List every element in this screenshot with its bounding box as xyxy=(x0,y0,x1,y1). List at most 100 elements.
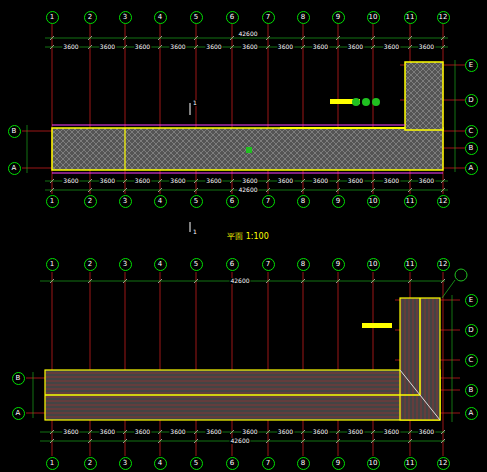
dimension-text: 3600 xyxy=(312,44,329,50)
grid-axis-bubble: 7 xyxy=(262,457,275,470)
dimension-text: 3600 xyxy=(134,44,151,50)
dimension-text: 3600 xyxy=(347,429,364,435)
grid-axis-bubble: 11 xyxy=(404,11,417,24)
grid-axis-bubble: 8 xyxy=(297,258,310,271)
axis-number: 2 xyxy=(88,14,92,21)
axis-number: D xyxy=(468,97,473,104)
dimension-text: 3600 xyxy=(418,178,435,184)
grid-axis-bubble: 5 xyxy=(190,11,203,24)
axis-number: 11 xyxy=(406,14,415,21)
axis-number: 5 xyxy=(194,14,198,21)
dimension-text: 3600 xyxy=(134,429,151,435)
axis-number: 2 xyxy=(88,460,92,467)
grid-axis-bubble: 12 xyxy=(437,11,450,24)
dimension-text: 3600 xyxy=(418,429,435,435)
axis-number: 1 xyxy=(50,198,54,205)
axis-number: 4 xyxy=(158,261,162,268)
grid-axis-bubble: 10 xyxy=(367,258,380,271)
grid-axis-bubble: 7 xyxy=(262,11,275,24)
dimension-text: 3600 xyxy=(347,44,364,50)
axis-number: 10 xyxy=(369,14,378,21)
grid-axis-bubble: 11 xyxy=(404,457,417,470)
grid-axis-bubble: 2 xyxy=(84,195,97,208)
grid-axis-bubble: 12 xyxy=(437,258,450,271)
dimension-text: 3600 xyxy=(383,178,400,184)
section-mark: 1 xyxy=(192,100,198,106)
axis-number: 6 xyxy=(230,460,234,467)
grid-axis-bubble: 7 xyxy=(262,258,275,271)
grid-axis-bubble: 6 xyxy=(226,11,239,24)
axis-number: A xyxy=(469,165,474,172)
grid-axis-bubble: 4 xyxy=(154,457,167,470)
axis-number: 7 xyxy=(266,261,270,268)
grid-axis-bubble: 1 xyxy=(46,258,59,271)
grid-axis-bubble: C xyxy=(465,354,478,367)
grid-axis-bubble: 10 xyxy=(367,11,380,24)
grid-axis-bubble: B xyxy=(465,142,478,155)
grid-axis-bubble: 2 xyxy=(84,457,97,470)
dimension-text: 3600 xyxy=(62,178,79,184)
dimension-text: 42600 xyxy=(237,31,258,37)
grid-axis-bubble: 3 xyxy=(119,258,132,271)
dimension-text: 3600 xyxy=(241,44,258,50)
axis-number: A xyxy=(12,165,17,172)
axis-number: 12 xyxy=(439,198,448,205)
dimension-text: 3600 xyxy=(62,429,79,435)
dimension-text: 3600 xyxy=(312,429,329,435)
axis-number: 12 xyxy=(439,460,448,467)
axis-number: 9 xyxy=(336,14,340,21)
axis-number: 9 xyxy=(336,460,340,467)
grid-axis-bubble: E xyxy=(465,59,478,72)
axis-number: 1 xyxy=(50,14,54,21)
dimension-text: 3600 xyxy=(205,178,222,184)
grid-axis-bubble: A xyxy=(465,407,478,420)
dimension-text: 3600 xyxy=(277,429,294,435)
axis-number: 4 xyxy=(158,198,162,205)
axis-number: B xyxy=(469,387,474,394)
grid-axis-bubble: 9 xyxy=(332,11,345,24)
dimension-text: 3600 xyxy=(169,44,186,50)
dimension-text: 3600 xyxy=(169,178,186,184)
axis-number: A xyxy=(469,410,474,417)
dimension-text: 3600 xyxy=(277,44,294,50)
grid-axis-bubble: E xyxy=(465,294,478,307)
grid-axis-bubble: 4 xyxy=(154,11,167,24)
axis-number: 8 xyxy=(301,261,305,268)
dimension-text: 42600 xyxy=(229,278,250,284)
grid-axis-bubble: 4 xyxy=(154,195,167,208)
grid-axis-bubble: 8 xyxy=(297,195,310,208)
drawing-caption: 平面 1:100 xyxy=(226,233,270,241)
axis-number: 11 xyxy=(406,261,415,268)
axis-number: B xyxy=(16,375,21,382)
axis-number: A xyxy=(16,410,21,417)
axis-number: 3 xyxy=(123,198,127,205)
axis-number: 6 xyxy=(230,14,234,21)
grid-axis-bubble: 5 xyxy=(190,457,203,470)
dimension-text: 3600 xyxy=(347,178,364,184)
grid-axis-bubble: 9 xyxy=(332,195,345,208)
grid-axis-bubble: D xyxy=(465,94,478,107)
axis-number: 1 xyxy=(50,261,54,268)
grid-axis-bubble: 11 xyxy=(404,195,417,208)
grid-axis-bubble: A xyxy=(8,162,21,175)
grid-axis-bubble: 3 xyxy=(119,195,132,208)
grid-axis-bubble: C xyxy=(465,125,478,138)
dimension-text: 3600 xyxy=(99,178,116,184)
axis-number: 11 xyxy=(406,198,415,205)
grid-axis-bubble: 10 xyxy=(367,457,380,470)
axis-number: 5 xyxy=(194,261,198,268)
axis-number: B xyxy=(469,145,474,152)
axis-number: 8 xyxy=(301,460,305,467)
dimension-text: 3600 xyxy=(205,44,222,50)
axis-number: 6 xyxy=(230,198,234,205)
grid-axis-bubble: B xyxy=(465,384,478,397)
grid-axis-bubble: B xyxy=(12,372,25,385)
grid-axis-bubble: A xyxy=(465,162,478,175)
grid-axis-bubble: 12 xyxy=(437,457,450,470)
dimension-text: 3600 xyxy=(99,44,116,50)
grid-axis-bubble: 9 xyxy=(332,457,345,470)
grid-axis-bubble: 6 xyxy=(226,195,239,208)
grid-axis-bubble: 3 xyxy=(119,11,132,24)
axis-number: 3 xyxy=(123,460,127,467)
